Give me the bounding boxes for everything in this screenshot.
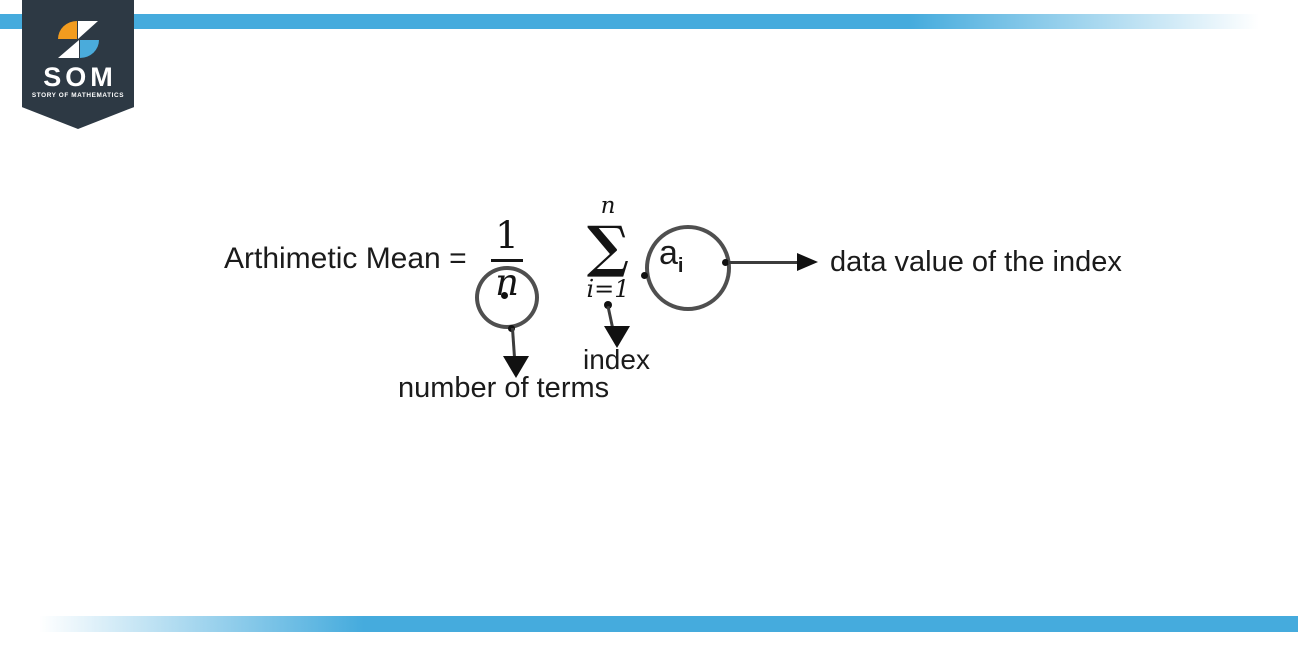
circle-around-ai (645, 225, 731, 311)
data-value-arrow-head-icon (797, 253, 818, 271)
data-value-label: data value of the index (830, 246, 1122, 278)
fraction-bar (491, 259, 523, 262)
pinwheel-orange-quarter (58, 21, 77, 39)
summation-lower-limit: i=1 (586, 275, 630, 303)
number-of-terms-label: number of terms (398, 372, 610, 404)
number-of-terms-arrow-line (510, 327, 517, 359)
term-subscript: i (677, 254, 684, 277)
bottom-accent-bar (0, 616, 1298, 632)
circle-around-n (475, 266, 539, 329)
pinwheel-white-triangle-bottom (58, 40, 79, 58)
number-of-terms-arrow-head-icon (503, 356, 529, 378)
index-arrow-head-icon (604, 326, 630, 348)
connector-dot-i1 (604, 301, 612, 309)
connector-dot-inside-n-circle (501, 292, 508, 299)
data-value-arrow-line (728, 261, 800, 264)
connector-dot-ai-left (641, 272, 648, 279)
pinwheel-blue-quarter (80, 40, 99, 58)
pinwheel-icon (58, 21, 100, 60)
index-label: index (583, 344, 650, 375)
formula-lhs-label: Arthimetic Mean = (224, 242, 467, 275)
top-accent-bar (0, 14, 1298, 29)
sigma-icon: ∑ (586, 214, 630, 280)
logo-title: SOM (43, 62, 117, 92)
summation-block: n ∑ i=1 (574, 194, 642, 301)
term-ai: ai (659, 234, 683, 276)
connector-dot-ai-right (722, 259, 729, 266)
som-logo-banner: SOM STORY OF MATHEMATICS (22, 0, 134, 129)
fraction-numerator: 1 (495, 214, 519, 257)
term-base: a (659, 234, 678, 272)
logo-subtitle: STORY OF MATHEMATICS (31, 92, 125, 99)
pinwheel-white-triangle-top (78, 21, 98, 39)
summation-upper-limit: n (600, 193, 616, 219)
